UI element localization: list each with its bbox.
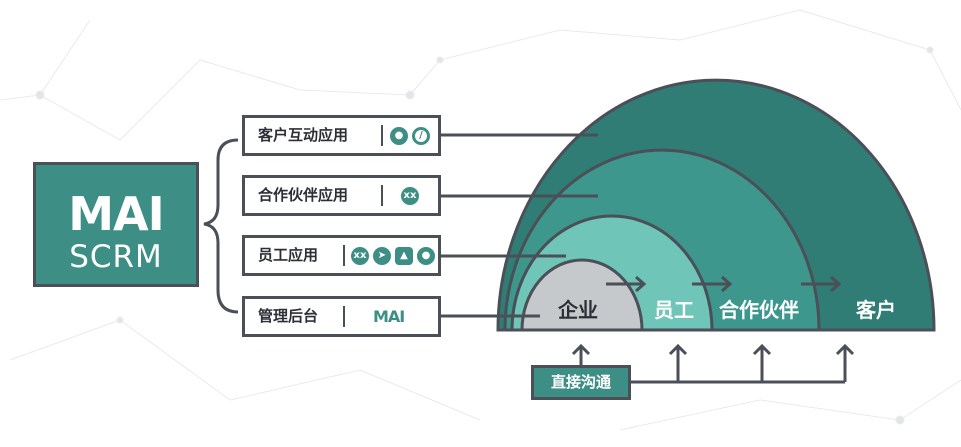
app-label: 合作伙伴应用 — [258, 186, 349, 204]
app-icon-group: xx ➤ ▲ ● — [351, 245, 435, 267]
app-icon-group: MAI — [373, 306, 405, 328]
app-label: 客户互动应用 — [258, 126, 349, 144]
android-icon: ▲ — [395, 247, 413, 265]
ring-label-enterprise: 企业 — [558, 298, 598, 322]
app-box-partner: 合作伙伴应用 xx — [242, 175, 441, 216]
app-box-employee: 员工应用 xx ➤ ▲ ● — [242, 235, 441, 276]
ring-label-employee: 员工 — [654, 298, 694, 322]
arrow-enterprise-employee-head — [635, 275, 647, 293]
mai-logo-icon: MAI — [373, 307, 405, 326]
logo-product: SCRM — [69, 239, 163, 275]
direct-arrow-customer-head — [835, 343, 855, 356]
mai-xx-icon: xx — [351, 247, 369, 265]
mai-xx-icon: xx — [401, 187, 419, 205]
direct-communication-box: 直接沟通 — [531, 365, 631, 400]
app-label: 员工应用 — [258, 246, 319, 264]
dingtalk-icon: ➤ — [373, 247, 391, 265]
weibo-icon: / — [412, 127, 430, 145]
direct-arrow-partner-head — [752, 343, 772, 356]
background-network — [0, 9, 961, 431]
app-separator — [381, 185, 383, 206]
app-label: 管理后台 — [258, 307, 319, 325]
direct-arrow-enterprise-head — [571, 343, 591, 356]
grouping-brace — [203, 138, 239, 314]
app-separator — [381, 125, 383, 146]
app-separator — [343, 306, 345, 327]
mai-scrm-logo: MAI SCRM — [33, 162, 199, 287]
logo-brand: MAI — [68, 187, 165, 241]
wechat-icon: ● — [390, 127, 408, 145]
ring-label-customer: 客户 — [856, 298, 896, 322]
app-icon-group: xx — [401, 185, 419, 207]
arrow-employee-partner-head — [721, 275, 733, 293]
apple-icon: ● — [417, 247, 435, 265]
direct-arrow-employee-head — [668, 343, 688, 356]
app-box-customer-interaction: 客户互动应用 ● / — [242, 115, 441, 156]
app-icon-group: ● / — [390, 125, 430, 147]
app-box-admin: 管理后台 MAI — [242, 296, 441, 337]
arrow-partner-customer-head — [830, 275, 842, 293]
ring-label-partner: 合作伙伴 — [719, 298, 799, 322]
ring-enterprise — [520, 258, 644, 332]
app-separator — [343, 245, 345, 266]
